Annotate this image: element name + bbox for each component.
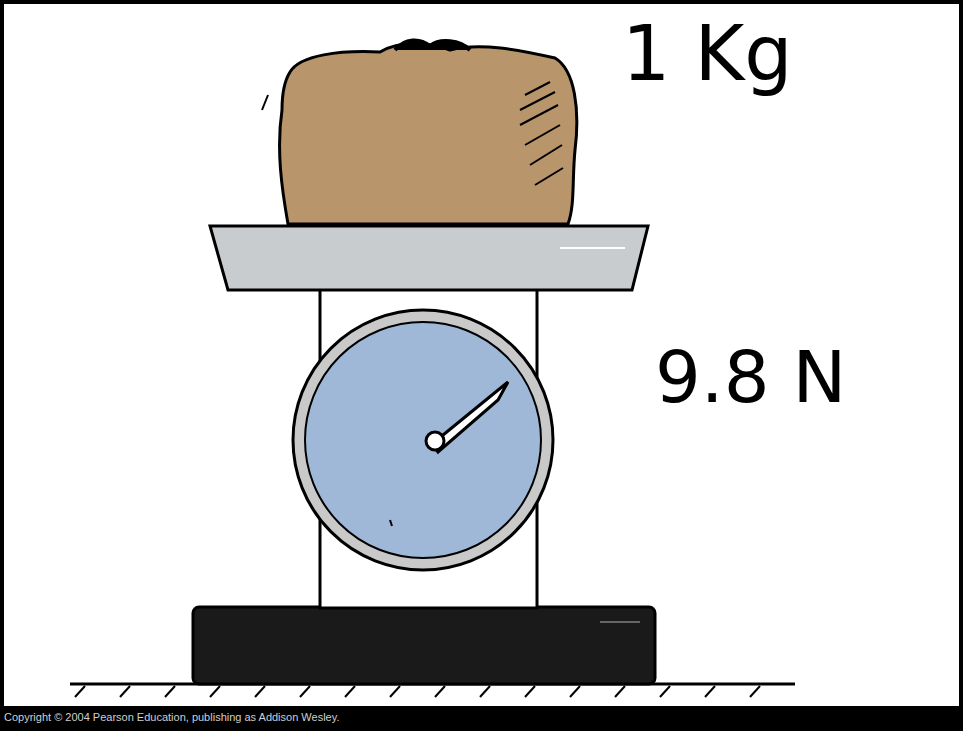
base-shine bbox=[600, 621, 640, 623]
shade-line bbox=[525, 82, 550, 95]
shade-line bbox=[530, 145, 562, 165]
scale-base bbox=[193, 607, 655, 684]
shade-line bbox=[525, 125, 560, 145]
weight-label: 9.8 N bbox=[655, 338, 846, 417]
hatch bbox=[750, 686, 760, 697]
hatch bbox=[255, 686, 265, 697]
hatch bbox=[615, 686, 625, 697]
hatch bbox=[435, 686, 445, 697]
hatch bbox=[165, 686, 175, 697]
hatch bbox=[660, 686, 670, 697]
hatch bbox=[390, 686, 400, 697]
pan-shine bbox=[560, 247, 625, 249]
motion-mark bbox=[262, 95, 268, 110]
hatch bbox=[300, 686, 310, 697]
hatch bbox=[75, 686, 85, 697]
hatch bbox=[210, 686, 220, 697]
rock-top bbox=[395, 40, 470, 50]
mass-label: 1 Kg bbox=[622, 12, 793, 96]
dial-rim bbox=[293, 310, 553, 570]
hatch bbox=[525, 686, 535, 697]
hatch bbox=[120, 686, 130, 697]
needle-pivot bbox=[426, 432, 444, 450]
hatch bbox=[345, 686, 355, 697]
copyright-note: Copyright © 2004 Pearson Education, publ… bbox=[4, 711, 339, 723]
dial-mark bbox=[390, 520, 392, 526]
hatch bbox=[480, 686, 490, 697]
dial-face bbox=[305, 322, 541, 558]
ground-hatching bbox=[75, 686, 760, 697]
shade-line bbox=[535, 168, 563, 185]
white-panel bbox=[4, 4, 959, 706]
rock bbox=[280, 44, 577, 225]
shade-line bbox=[520, 92, 555, 110]
rock-shading bbox=[262, 82, 563, 185]
hatch bbox=[705, 686, 715, 697]
scale-pan bbox=[210, 226, 648, 290]
shade-line bbox=[520, 105, 558, 125]
hatch bbox=[570, 686, 580, 697]
